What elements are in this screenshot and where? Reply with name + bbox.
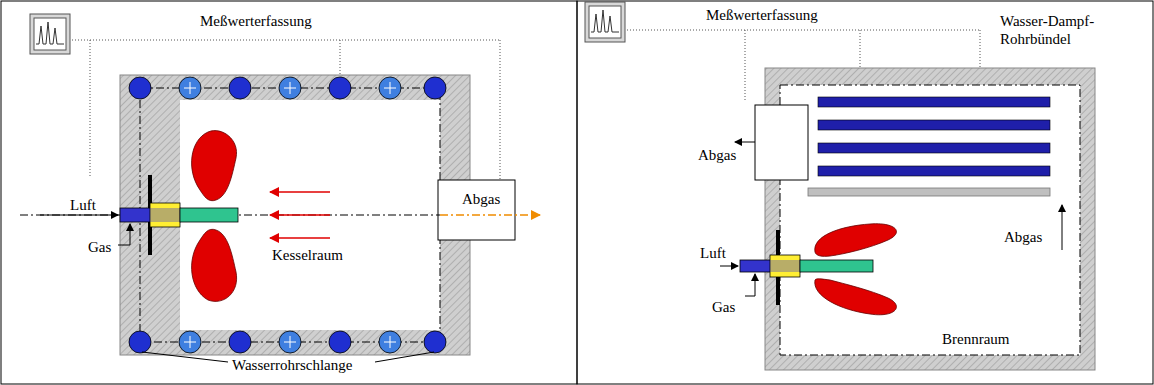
text-label: Kesselraum xyxy=(272,246,343,264)
text-label: Luft xyxy=(70,196,96,214)
text-label: Meßwerterfassung xyxy=(200,12,312,30)
text-label: Gas xyxy=(712,298,735,316)
text-label: Abgas xyxy=(1004,228,1042,246)
text-label: Wasser-Dampf- Rohrbündel xyxy=(1000,12,1112,48)
text-label: Wasserrohrschlange xyxy=(232,356,352,374)
text-label: Gas xyxy=(88,238,111,256)
text-label: Brennraum xyxy=(942,330,1009,348)
text-label: Luft xyxy=(700,244,726,262)
text-label: Abgas xyxy=(462,190,500,208)
text-label: Meßwerterfassung xyxy=(706,6,818,24)
text-label: Abgas xyxy=(698,146,736,164)
